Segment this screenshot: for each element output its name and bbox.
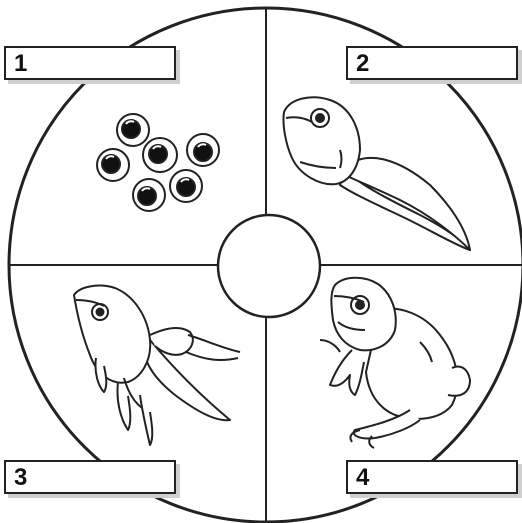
- stage-3-label-box[interactable]: 3: [4, 460, 176, 494]
- stage-1-label-box[interactable]: 1: [4, 46, 176, 80]
- center-circle: [218, 215, 320, 317]
- stage-4-label-box[interactable]: 4: [346, 460, 518, 494]
- stage-4-number: 4: [356, 464, 369, 492]
- stage-2-number: 2: [356, 50, 369, 78]
- stage-3-number: 3: [14, 464, 27, 492]
- stage-1-number: 1: [14, 50, 27, 78]
- stage-2-label-box[interactable]: 2: [346, 46, 518, 80]
